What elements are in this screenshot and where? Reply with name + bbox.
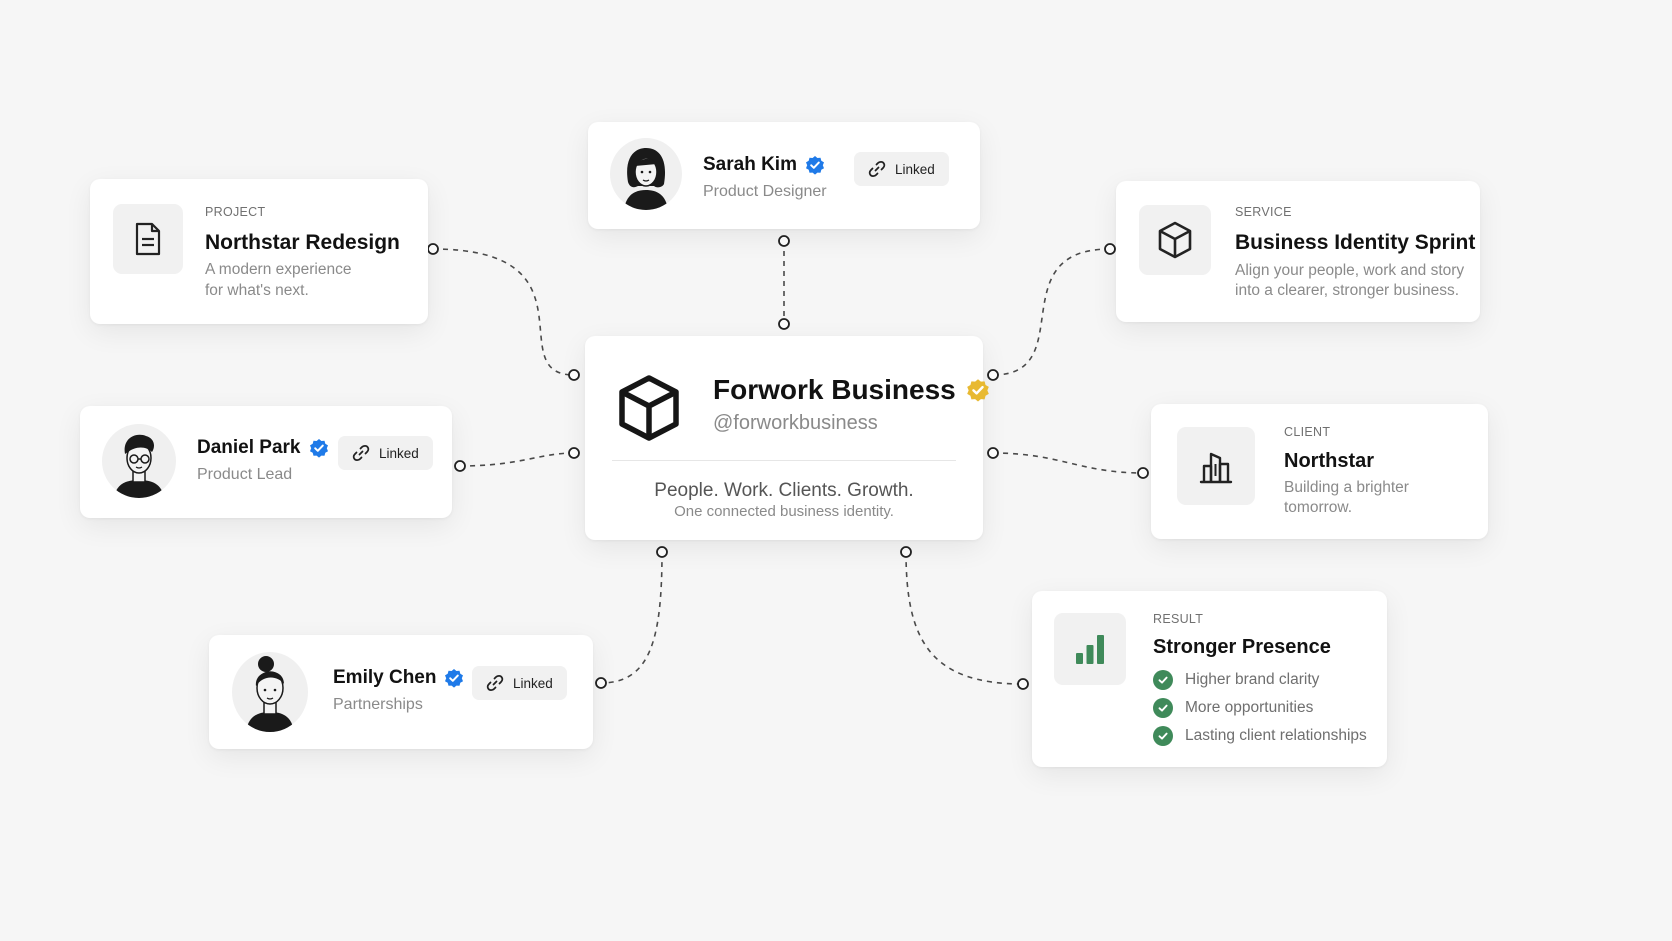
person-name-text: Emily Chen — [333, 667, 437, 688]
service-kicker: SERVICE — [1235, 205, 1292, 219]
port-dot[interactable] — [1017, 678, 1029, 690]
check-circle-icon — [1153, 698, 1173, 718]
client-desc-line1: Building a brighter — [1284, 479, 1409, 496]
cube-icon — [619, 375, 679, 441]
woman-portrait-icon — [624, 148, 668, 210]
hub-title: Forwork Business — [713, 374, 990, 406]
project-kicker: PROJECT — [205, 205, 266, 219]
benefit-text: Higher brand clarity — [1185, 671, 1320, 688]
person-name: Daniel Park — [197, 437, 329, 459]
wire-daniel — [459, 452, 575, 467]
person-name-text: Sarah Kim — [703, 154, 797, 175]
wire-service — [992, 248, 1111, 376]
service-desc-line1: Align your people, work and story — [1235, 262, 1465, 279]
port-dot[interactable] — [778, 235, 790, 247]
service-icon-tile — [1139, 205, 1211, 275]
woman-portrait-icon — [246, 656, 294, 732]
port-dot[interactable] — [568, 369, 580, 381]
verified-badge-icon — [309, 439, 328, 458]
link-icon — [486, 674, 504, 692]
list-item: More opportunities — [1153, 694, 1367, 722]
port-dot[interactable] — [1104, 243, 1116, 255]
linked-label: Linked — [895, 161, 935, 177]
project-icon-tile — [113, 204, 183, 274]
client-title: Northstar — [1284, 450, 1375, 472]
port-dot[interactable] — [987, 447, 999, 459]
person-name: Emily Chen — [333, 667, 464, 689]
person-name-text: Daniel Park — [197, 437, 301, 458]
linked-label: Linked — [379, 445, 419, 461]
result-kicker: RESULT — [1153, 612, 1204, 626]
person-role: Product Designer — [703, 183, 827, 200]
linked-button[interactable]: Linked — [854, 152, 949, 186]
port-dot[interactable] — [427, 243, 439, 255]
verified-badge-icon — [445, 669, 464, 688]
client-kicker: CLIENT — [1284, 425, 1331, 439]
port-dot[interactable] — [595, 677, 607, 689]
hub-tagline: People. Work. Clients. Growth. — [654, 480, 914, 501]
check-circle-icon — [1153, 726, 1173, 746]
check-circle-icon — [1153, 670, 1173, 690]
port-dot[interactable] — [900, 546, 912, 558]
list-item: Higher brand clarity — [1153, 666, 1367, 694]
result-title: Stronger Presence — [1153, 636, 1331, 658]
result-benefits-list: Higher brand clarity More opportunities … — [1153, 666, 1367, 750]
service-card[interactable]: SERVICE Business Identity Sprint Align y… — [1116, 181, 1480, 322]
divider — [612, 460, 956, 461]
port-dot[interactable] — [987, 369, 999, 381]
person-role: Partnerships — [333, 696, 423, 713]
client-desc-line2: tomorrow. — [1284, 499, 1353, 516]
project-title: Northstar Redesign — [205, 231, 400, 254]
avatar — [102, 424, 176, 498]
benefit-text: Lasting client relationships — [1185, 727, 1367, 744]
wire-result — [905, 551, 1024, 685]
man-portrait-icon — [114, 434, 164, 498]
hub-card[interactable]: Forwork Business @forworkbusiness People… — [585, 336, 989, 540]
port-dot[interactable] — [1137, 467, 1149, 479]
person-card-emily[interactable]: Emily Chen Partnerships Linked — [209, 635, 593, 749]
verified-gold-badge-icon — [966, 379, 989, 402]
buildings-icon — [1199, 452, 1233, 484]
linked-button[interactable]: Linked — [338, 436, 433, 470]
link-icon — [352, 444, 370, 462]
project-desc-line2: for what's next. — [205, 282, 309, 299]
document-icon — [135, 222, 161, 256]
avatar — [232, 652, 308, 732]
link-icon — [868, 160, 886, 178]
linked-button[interactable]: Linked — [472, 666, 567, 700]
linked-label: Linked — [513, 675, 553, 691]
hub-subtitle: One connected business identity. — [674, 503, 894, 520]
benefit-text: More opportunities — [1185, 699, 1314, 716]
port-dot[interactable] — [454, 460, 466, 472]
project-desc-line1: A modern experience — [205, 261, 352, 278]
port-dot[interactable] — [778, 318, 790, 330]
port-dot[interactable] — [568, 447, 580, 459]
port-dot[interactable] — [656, 546, 668, 558]
wire-project — [432, 248, 575, 376]
person-role: Product Lead — [197, 466, 293, 483]
result-card[interactable]: RESULT Stronger Presence Higher brand cl… — [1032, 591, 1387, 767]
person-name: Sarah Kim — [703, 154, 825, 176]
project-card[interactable]: PROJECT Northstar Redesign A modern expe… — [90, 179, 428, 324]
avatar — [610, 138, 682, 210]
bar-chart-icon — [1076, 635, 1104, 664]
hub-handle: @forworkbusiness — [713, 412, 878, 434]
cube-icon — [1158, 221, 1192, 259]
list-item: Lasting client relationships — [1153, 722, 1367, 750]
result-icon-tile — [1054, 613, 1126, 685]
wire-client — [992, 452, 1144, 474]
hub-title-text: Forwork Business — [713, 374, 956, 405]
client-icon-tile — [1177, 427, 1255, 505]
person-card-daniel[interactable]: Daniel Park Product Lead Linked — [80, 406, 452, 518]
wire-emily — [600, 551, 663, 684]
verified-badge-icon — [805, 156, 824, 175]
service-desc-line2: into a clearer, stronger business. — [1235, 282, 1460, 299]
service-title: Business Identity Sprint — [1235, 231, 1476, 254]
person-card-sarah[interactable]: Sarah Kim Product Designer Linked — [588, 122, 980, 229]
client-card[interactable]: CLIENT Northstar Building a brighter tom… — [1151, 404, 1488, 539]
